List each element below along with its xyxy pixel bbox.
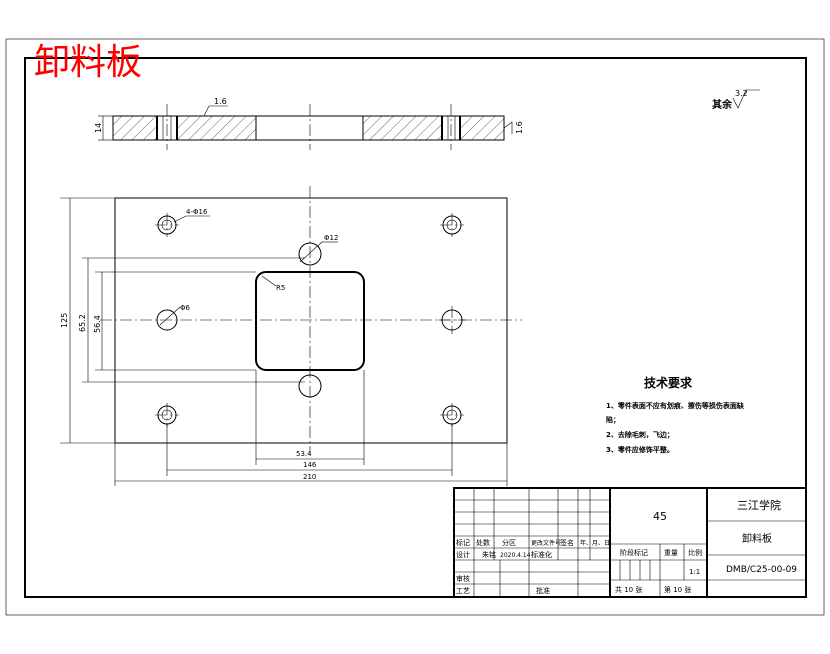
svg-text:签名: 签名: [560, 538, 574, 547]
svg-text:批准: 批准: [536, 586, 550, 595]
svg-text:R5: R5: [276, 284, 285, 292]
inner-frame: [24, 57, 807, 598]
section-view: 14 1.6 1.6: [94, 97, 524, 150]
svg-text:1:1: 1:1: [689, 568, 700, 576]
hole-center-bottom: [298, 374, 322, 398]
svg-text:共 10 张: 共 10 张: [615, 585, 642, 594]
svg-text:处数: 处数: [476, 538, 490, 547]
roughness-note: 其余 3.2: [712, 89, 760, 111]
svg-text:1.6: 1.6: [515, 121, 524, 134]
hole-top-left: [155, 213, 179, 237]
svg-text:设计: 设计: [456, 550, 470, 559]
material-value: 45: [653, 510, 667, 523]
svg-text:56.4: 56.4: [93, 315, 102, 333]
svg-text:陷；: 陷；: [606, 415, 620, 424]
tech-heading: 技术要求: [644, 375, 693, 390]
school-name: 三江学院: [737, 498, 781, 512]
svg-text:4-Φ16: 4-Φ16: [186, 208, 208, 216]
overlay-title: 卸料板: [34, 42, 142, 83]
part-name: 卸料板: [742, 532, 772, 545]
center-window: [255, 271, 365, 371]
svg-text:阶段标记: 阶段标记: [620, 548, 648, 557]
drawing-number: DMB/C25-00-09: [726, 565, 797, 575]
svg-text:14: 14: [94, 123, 103, 133]
svg-text:1、零件表面不应有划痕、擦伤等损伤表面缺: 1、零件表面不应有划痕、擦伤等损伤表面缺: [606, 401, 745, 410]
svg-text:标记: 标记: [456, 538, 470, 547]
svg-text:标准化: 标准化: [531, 550, 552, 559]
svg-text:2、去除毛刺，飞边；: 2、去除毛刺，飞边；: [606, 430, 674, 439]
svg-text:更改文件号: 更改文件号: [531, 539, 561, 547]
hole-center-top: [298, 242, 322, 266]
svg-text:工艺: 工艺: [456, 587, 470, 595]
tech-requirements: 技术要求 1、零件表面不应有划痕、擦伤等损伤表面缺 陷； 2、去除毛刺，飞边； …: [606, 375, 745, 454]
plan-view: 4-Φ16 Φ12 Φ6 R5 125 65.2 56.4 53.4 146 2…: [60, 186, 522, 486]
svg-text:210: 210: [303, 473, 316, 481]
svg-text:1.6: 1.6: [214, 97, 227, 106]
svg-text:65.2: 65.2: [78, 314, 87, 332]
hole-bottom-left: [155, 403, 179, 427]
svg-text:146: 146: [303, 461, 317, 469]
hole-top-right: [440, 213, 464, 237]
svg-text:其余: 其余: [712, 98, 733, 111]
svg-text:53.4: 53.4: [296, 450, 312, 458]
hole-mid-right: [438, 306, 466, 334]
svg-text:比例: 比例: [688, 548, 702, 557]
title-block: 标记 处数 分区 更改文件号 签名 年、月、日 设计 朱铭 2020.4.14 …: [453, 487, 807, 598]
hole-bottom-right: [440, 403, 464, 427]
svg-text:审核: 审核: [456, 574, 470, 583]
svg-text:Φ6: Φ6: [180, 304, 191, 312]
svg-text:第 10 张: 第 10 张: [664, 585, 691, 594]
svg-text:朱铭: 朱铭: [482, 550, 496, 559]
svg-text:分区: 分区: [502, 538, 516, 547]
svg-text:125: 125: [60, 313, 69, 328]
svg-text:重量: 重量: [664, 549, 678, 557]
hole-mid-left: [156, 309, 178, 331]
svg-text:年、月、日: 年、月、日: [580, 539, 610, 547]
outer-frame: [5, 38, 825, 616]
svg-text:3、零件应修饰平整。: 3、零件应修饰平整。: [606, 445, 674, 454]
svg-text:2020.4.14: 2020.4.14: [500, 552, 531, 559]
svg-text:Φ12: Φ12: [324, 234, 338, 242]
svg-text:3.2: 3.2: [735, 89, 748, 98]
